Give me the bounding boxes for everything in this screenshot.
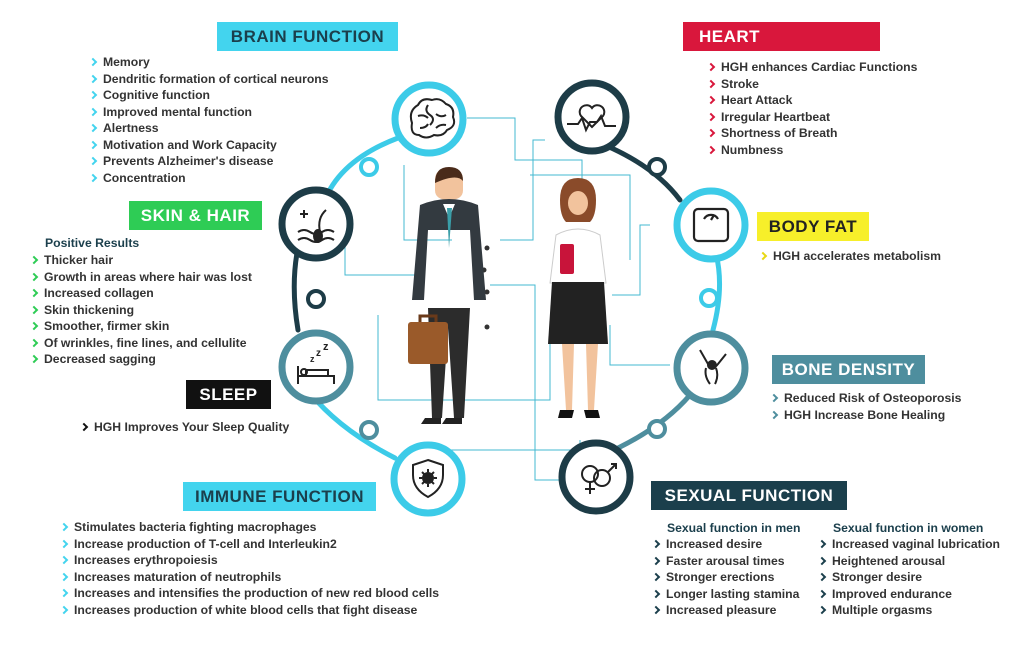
- list-item: Of wrinkles, fine lines, and cellulite: [30, 335, 252, 352]
- list-item: Numbness: [707, 142, 917, 159]
- list-item: Improved mental function: [89, 104, 329, 121]
- list-item: Increases production of white blood cell…: [60, 602, 439, 619]
- list-item: Decreased sagging: [30, 351, 252, 368]
- ring-connectors: [291, 134, 722, 461]
- list-item: Longer lasting stamina: [652, 586, 799, 603]
- svg-text:z: z: [316, 348, 321, 359]
- svg-text:z: z: [323, 341, 329, 353]
- list-item: Increases maturation of neutrophils: [60, 569, 439, 586]
- businessman-figure: [408, 167, 486, 424]
- sexual-men-subtitle: Sexual function in men: [667, 521, 801, 535]
- bone-ring: [673, 330, 749, 406]
- sexual-function-header: SEXUAL FUNCTION: [651, 481, 847, 510]
- dot-rings: [306, 157, 719, 440]
- bone-density-list: Reduced Risk of Osteoporosis HGH Increas…: [770, 390, 961, 423]
- immune-ring: [390, 441, 466, 517]
- list-item: Increase production of T-cell and Interl…: [60, 536, 439, 553]
- list-item: HGH accelerates metabolism: [759, 248, 941, 265]
- brain-ring: [391, 81, 467, 157]
- list-item: Prevents Alzheimer's disease: [89, 153, 329, 170]
- sleep-list: HGH Improves Your Sleep Quality: [80, 419, 289, 436]
- list-item: Cognitive function: [89, 87, 329, 104]
- dot-ring: [306, 289, 326, 309]
- immune-function-header: IMMUNE FUNCTION: [183, 482, 376, 511]
- skin-hair-list: Thicker hair Growth in areas where hair …: [30, 252, 252, 368]
- list-item: HGH Increase Bone Healing: [770, 407, 961, 424]
- sexual-women-list: Increased vaginal lubrication Heightened…: [818, 536, 1000, 619]
- list-item: Motivation and Work Capacity: [89, 137, 329, 154]
- list-item: Smoother, firmer skin: [30, 318, 252, 335]
- dot-ring: [359, 420, 379, 440]
- skin-ring: [278, 186, 354, 262]
- list-item: Concentration: [89, 170, 329, 187]
- sleeping-bed-icon: z z z: [297, 341, 335, 384]
- heart-ring: [554, 79, 630, 155]
- list-item: Increased pleasure: [652, 602, 799, 619]
- scale-icon: [692, 207, 730, 243]
- list-item: HGH enhances Cardiac Functions: [707, 59, 917, 76]
- bone-density-header: BONE DENSITY: [772, 355, 925, 384]
- gender-symbols-icon: [581, 463, 617, 494]
- body-fat-list: HGH accelerates metabolism: [759, 248, 941, 265]
- list-item: Stronger desire: [818, 569, 1000, 586]
- list-item: Improved endurance: [818, 586, 1000, 603]
- list-item: Stroke: [707, 76, 917, 93]
- businesswoman-figure: [548, 178, 608, 418]
- list-item: Reduced Risk of Osteoporosis: [770, 390, 961, 407]
- list-item: Increased vaginal lubrication: [818, 536, 1000, 553]
- list-item: Increased desire: [652, 536, 799, 553]
- bodyfat-ring: [673, 187, 749, 263]
- list-item: Stimulates bacteria fighting macrophages: [60, 519, 439, 536]
- heart-list: HGH enhances Cardiac Functions Stroke He…: [707, 59, 917, 158]
- brain-function-header: BRAIN FUNCTION: [217, 22, 398, 51]
- list-item: HGH Improves Your Sleep Quality: [80, 419, 289, 436]
- list-item: Increases and intensifies the production…: [60, 585, 439, 602]
- heartbeat-icon: [567, 104, 616, 133]
- sleep-ring: z z z: [278, 329, 354, 405]
- list-item: Skin thickening: [30, 302, 252, 319]
- list-item: Increases erythropoiesis: [60, 552, 439, 569]
- list-item: Heightened arousal: [818, 553, 1000, 570]
- sleep-header: SLEEP: [186, 380, 271, 409]
- list-item: Alertness: [89, 120, 329, 137]
- list-item: Faster arousal times: [652, 553, 799, 570]
- list-item: Irregular Heartbeat: [707, 109, 917, 126]
- list-item: Dendritic formation of cortical neurons: [89, 71, 329, 88]
- knee-joint-icon: [699, 349, 727, 385]
- list-item: Growth in areas where hair was lost: [30, 269, 252, 286]
- dot-ring: [699, 288, 719, 308]
- list-item: Shortness of Breath: [707, 125, 917, 142]
- dot-ring: [647, 419, 667, 439]
- list-item: Thicker hair: [30, 252, 252, 269]
- list-item: Heart Attack: [707, 92, 917, 109]
- svg-text:z: z: [310, 354, 315, 364]
- skin-hair-header: SKIN & HAIR: [129, 201, 262, 230]
- list-item: Stronger erections: [652, 569, 799, 586]
- list-item: Increased collagen: [30, 285, 252, 302]
- heart-header: HEART: [683, 22, 880, 51]
- skin-hair-subtitle: Positive Results: [45, 236, 140, 250]
- immune-function-list: Stimulates bacteria fighting macrophages…: [60, 519, 439, 618]
- brain-function-list: Memory Dendritic formation of cortical n…: [89, 54, 329, 186]
- list-item: Multiple orgasms: [818, 602, 1000, 619]
- dot-ring: [359, 157, 379, 177]
- list-item: Memory: [89, 54, 329, 71]
- body-fat-header: BODY FAT: [757, 212, 869, 241]
- dot-ring: [647, 157, 667, 177]
- hair-follicle-icon: [297, 209, 335, 243]
- brain-icon: [409, 98, 456, 139]
- sexual-men-list: Increased desire Faster arousal times St…: [652, 536, 799, 619]
- sexual-ring: [558, 439, 634, 515]
- sexual-women-subtitle: Sexual function in women: [833, 521, 984, 535]
- shield-virus-icon: [412, 458, 444, 499]
